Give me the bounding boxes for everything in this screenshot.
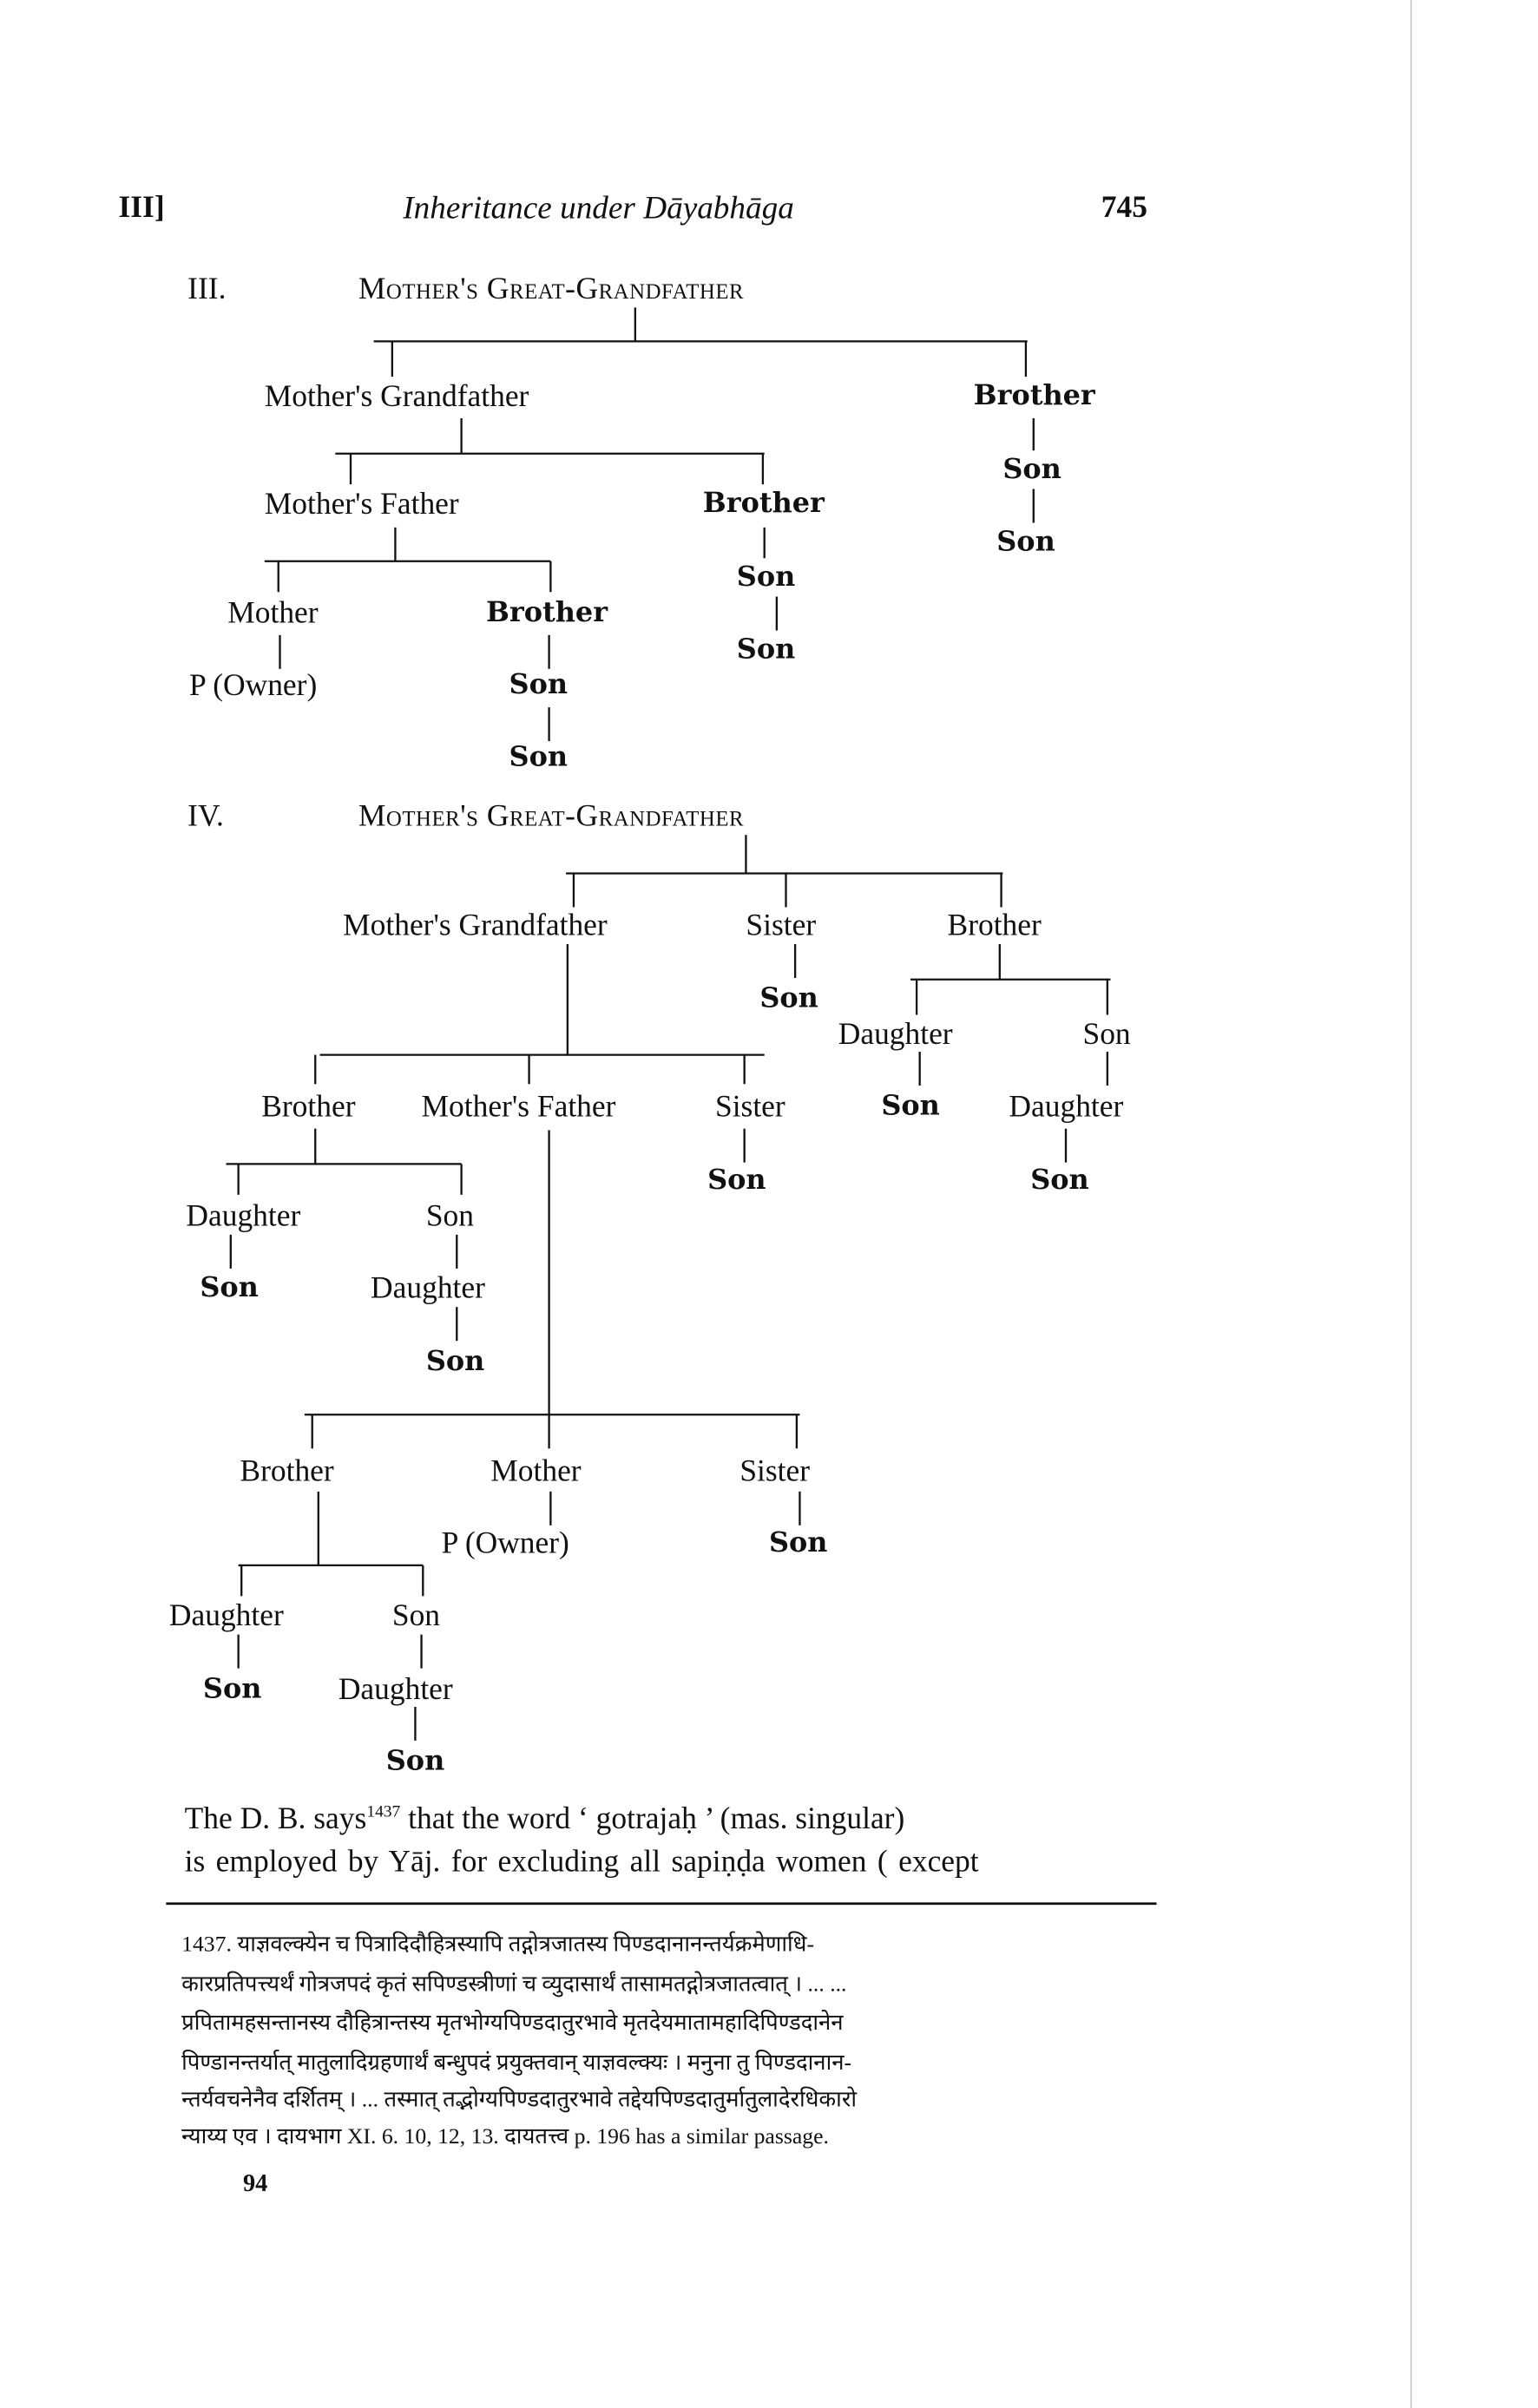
footnote-line: प्रपितामहसन्तानस्य दौहित्रान्तस्य मृतभोग…: [181, 2011, 844, 2037]
node-label: Brother: [240, 1454, 334, 1489]
node-label: Mother's Grandfather: [264, 379, 529, 414]
node-label: Daughter: [168, 1598, 284, 1633]
chapter-marker: III]: [118, 190, 165, 225]
node-label: Daughter: [838, 1018, 953, 1053]
node-label: Son: [391, 1598, 441, 1633]
node-label: Son: [200, 1271, 259, 1304]
node-label: Son: [759, 982, 818, 1015]
node-label: Son: [881, 1090, 940, 1123]
body-paragraph-line: is employed by Yāj. for excluding all sa…: [184, 1845, 979, 1880]
node-label: Daughter: [371, 1271, 485, 1306]
node-label: P (Owner): [188, 668, 318, 703]
node-label: Son: [996, 526, 1055, 559]
node-label: Son: [1002, 453, 1061, 486]
node-label: Son: [736, 561, 796, 594]
node-label: Son: [425, 1199, 474, 1234]
node-label: Brother: [973, 379, 1095, 412]
node-label: Daughter: [1009, 1090, 1124, 1125]
node-label: Son: [1082, 1018, 1131, 1053]
node-label: Son: [202, 1672, 262, 1706]
scan-edge: [1410, 0, 1412, 2408]
node-label: Son: [425, 1345, 485, 1378]
node-label: Son: [509, 741, 569, 774]
node-label: P (Owner): [441, 1526, 569, 1561]
node-label: Son: [769, 1526, 828, 1559]
node-label: Mother's Father: [421, 1090, 616, 1125]
body-text: that the word ‘ gotrajaḥ ’ (mas. singula…: [400, 1801, 905, 1836]
footnote-line: पिण्डानन्तर्यात् मातुलादिग्रहणार्थं बन्ध…: [181, 2050, 852, 2077]
node-label: Mother: [227, 596, 319, 631]
tree-numeral: IV.: [187, 799, 224, 834]
node-label: Brother: [261, 1090, 356, 1125]
node-label: Sister: [746, 909, 817, 943]
body-text: The D. B. says: [184, 1801, 367, 1836]
body-paragraph-line: The D. B. says1437 that the word ‘ gotra…: [185, 1802, 1169, 1838]
node-label: Brother: [485, 596, 608, 629]
node-label: Mother: [490, 1454, 582, 1489]
tree-numeral: III.: [187, 272, 227, 306]
node-label: Brother: [947, 909, 1042, 943]
footnote-reference[interactable]: 1437: [366, 1802, 401, 1821]
tree-root: Mother's Great-Grandfather: [358, 272, 745, 306]
node-label: Son: [385, 1745, 445, 1778]
node-label: Sister: [714, 1090, 785, 1125]
footnote-line: न्तर्यवचनेनैव दर्शितम् । ... तस्मात् तद्…: [181, 2088, 858, 2113]
node-label: Mother's Father: [264, 487, 459, 522]
signature-mark: 94: [242, 2171, 268, 2198]
footnote-line: कारप्रतिपत्त्यर्थं गोत्रजपदं कृतं सपिण्ड…: [181, 1972, 847, 1998]
footnote-line: 1437. याज्ञवल्क्येन च पित्रादिदौहित्रस्य…: [181, 1932, 815, 1958]
node-label: Daughter: [338, 1672, 453, 1707]
node-label: Daughter: [186, 1199, 301, 1234]
node-label: Son: [707, 1164, 766, 1197]
node-label: Son: [1030, 1164, 1089, 1197]
node-label: Son: [736, 633, 796, 666]
node-label: Brother: [702, 487, 825, 520]
tree-root: Mother's Great-Grandfather: [358, 799, 745, 834]
node-label: Mother's Grandfather: [343, 909, 608, 943]
node-label: Son: [509, 668, 569, 702]
node-label: Sister: [739, 1454, 811, 1489]
page-number: 745: [1101, 190, 1147, 225]
running-title: Inheritance under Dāyabhāga: [403, 188, 794, 226]
footnote-line: न्याय्य एव । दायभाग XI. 6. 10, 12, 13. द…: [181, 2124, 829, 2150]
